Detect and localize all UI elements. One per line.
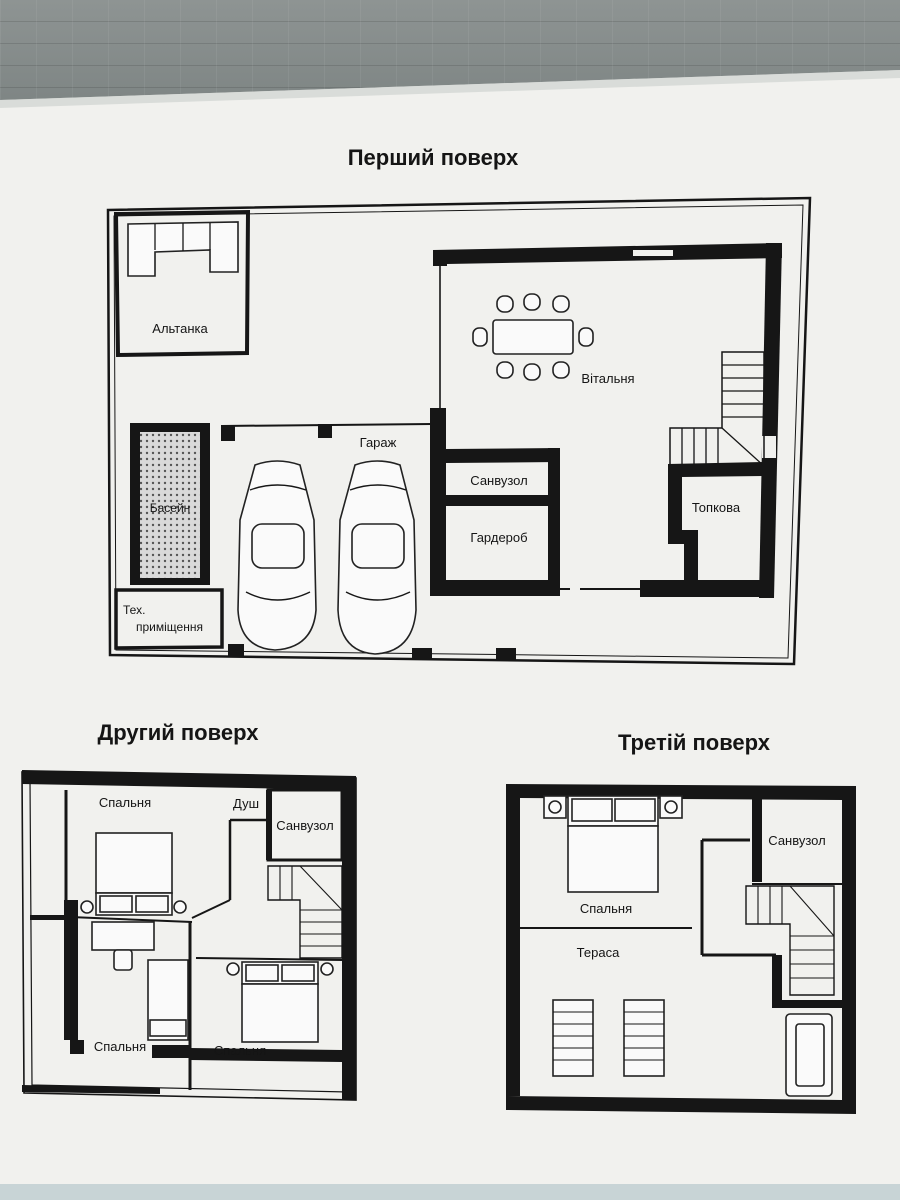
second-floor-plan: Другий поверх [21, 720, 357, 1101]
stairs-icon [745, 885, 835, 996]
dining-table-icon [472, 293, 594, 381]
first-floor-plan: Перший поверх Альтанка Басейн Тех. примі… [106, 145, 812, 666]
stairs-icon [669, 351, 765, 467]
living-room-label: Вітальня [581, 371, 634, 386]
bed-icon [226, 961, 334, 1043]
second-bedroom-right-label: Спальня [214, 1043, 266, 1058]
stairs-icon [267, 865, 343, 959]
boiler-room: Топкова [668, 462, 766, 580]
third-bedroom-label: Спальня [580, 901, 632, 916]
tech-room-label-1: Тех. [123, 603, 145, 617]
second-bedroom-left-label: Спальня [94, 1039, 146, 1054]
second-bedroom-top-label: Спальня [99, 795, 151, 810]
wardrobe-label: Гардероб [470, 530, 527, 545]
terrace-label: Тераса [577, 945, 620, 960]
second-bathroom-label: Санвузол [276, 818, 333, 833]
car-icon [337, 460, 417, 655]
pool: Басейн [130, 423, 210, 585]
bathroom-wardrobe-block: Санвузол Гардероб [446, 448, 560, 580]
bed-icon [147, 959, 189, 1041]
first-floor-boundary [106, 196, 812, 666]
third-floor-plan: Третій поверх [506, 730, 856, 1114]
garage-label: Гараж [360, 435, 397, 450]
bed-icon [80, 832, 187, 916]
gazebo-label: Альтанка [152, 321, 208, 336]
shower-label: Душ [233, 796, 259, 811]
first-bathroom-label: Санвузол [470, 473, 527, 488]
first-floor-boundary-inner [113, 204, 804, 659]
house-walls [430, 243, 782, 598]
car-icon [237, 460, 317, 651]
technical-room: Тех. приміщення [114, 588, 224, 650]
sun-lounger-icon [623, 999, 665, 1077]
paper-bottom-edge [0, 1184, 900, 1200]
paper-edge [0, 70, 900, 108]
first-floor-title: Перший поверх [348, 145, 519, 170]
tech-room-label-2: приміщення [136, 620, 203, 634]
gazebo: Альтанка [113, 209, 251, 358]
second-floor-title: Другий поверх [98, 720, 260, 745]
garage: Гараж [221, 423, 516, 660]
pool-label: Басейн [150, 501, 191, 515]
third-floor-title: Третій поверх [618, 730, 771, 755]
third-bathroom-label: Санвузол [768, 833, 825, 848]
sun-lounger-icon [552, 999, 594, 1077]
boiler-room-label: Топкова [692, 500, 741, 515]
sofa-icon [785, 1013, 833, 1097]
bed-icon [543, 795, 683, 893]
desk-icon [91, 921, 155, 971]
